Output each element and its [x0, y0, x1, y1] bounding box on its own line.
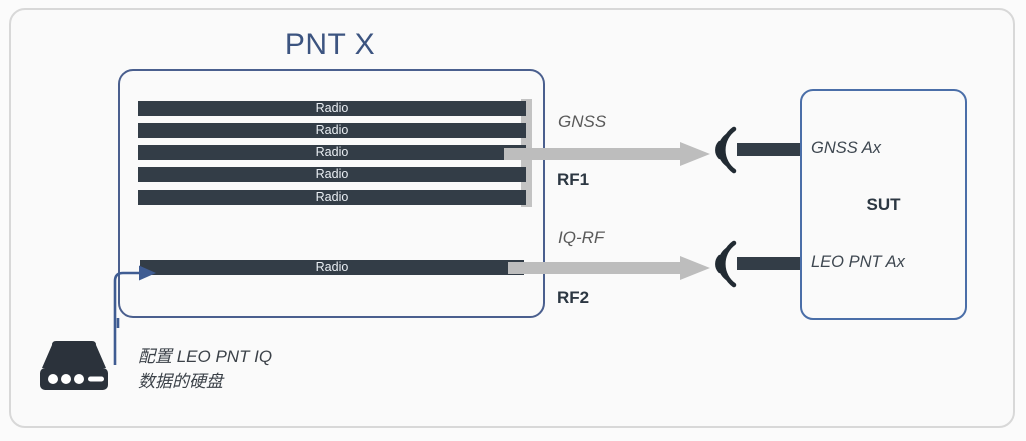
sut-title: SUT [866, 195, 901, 214]
antenna-feed-bar [737, 143, 805, 156]
sut-port-label-leo: LEO PNT Ax [811, 253, 905, 271]
drive-caption: 配置 LEO PNT IQ 数据的硬盘 [138, 344, 388, 394]
sut-port-label-gnss: GNSS Ax [811, 139, 881, 157]
radio-bar: Radio [138, 190, 526, 205]
drive-connector-line [113, 265, 156, 365]
sut-box [800, 89, 967, 320]
radio-bar: Radio [138, 123, 526, 138]
port-label-rf2: RF2 [557, 288, 590, 307]
link-label-iq-rf: IQ-RF [558, 228, 605, 247]
radio-bar-iq: Radio [140, 260, 524, 275]
radio-bar: Radio [138, 145, 526, 160]
drive-caption-line-2: 数据的硬盘 [138, 372, 223, 391]
antenna-icon [715, 126, 737, 174]
radio-bar: Radio [138, 167, 526, 182]
antenna-feed-bar [737, 257, 805, 270]
radio-bar: Radio [138, 101, 526, 116]
port-label-rf1: RF1 [557, 170, 590, 189]
link-label-gnss: GNSS [558, 112, 607, 131]
arrow-right-icon [508, 256, 710, 280]
arrow-right-icon [504, 142, 710, 166]
drive-caption-line-1: 配置 LEO PNT IQ [138, 347, 273, 366]
page-title: PNT X [284, 28, 376, 61]
antenna-icon [715, 240, 737, 288]
hard-drive-icon [40, 341, 108, 390]
